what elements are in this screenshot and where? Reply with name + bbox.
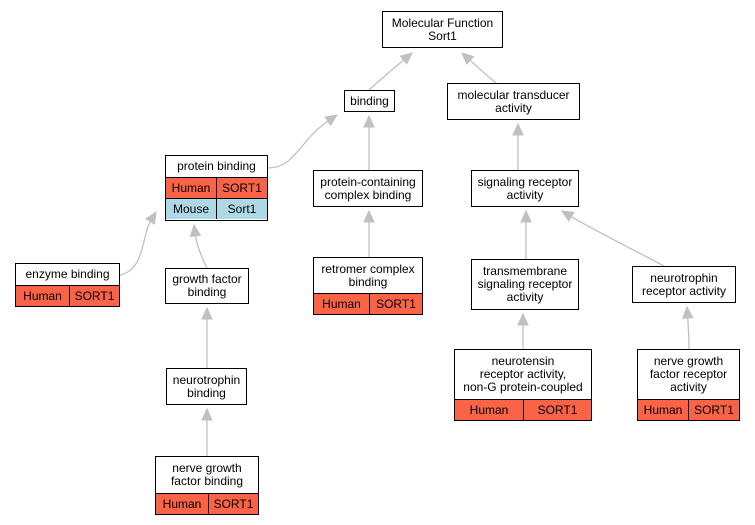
gene-cell: SORT1 <box>688 400 739 420</box>
node-growth-factor-binding[interactable]: growth factor binding <box>165 268 249 304</box>
species-cell: Human <box>171 181 211 195</box>
node-label: neurotrophin binding <box>172 372 241 400</box>
arrowhead-ngf_binding-to-neurotrophin_binding <box>201 407 213 421</box>
node-transmembrane-signaling-receptor-activity[interactable]: transmembrane signaling receptor activit… <box>471 259 579 310</box>
node-label: nerve growth factor receptor activity <box>649 354 728 394</box>
species-cell: Mouse <box>172 202 210 216</box>
arrowhead-binding-to-root <box>399 52 413 65</box>
node-label: neurotensin receptor activity, non-G pro… <box>463 354 583 394</box>
edge-ngf_receptor-to-neurotrophin_receptor <box>687 317 690 350</box>
annotation-row: Human SORT1 <box>638 399 739 420</box>
arrowhead-growth_factor-to-protein_binding <box>189 223 202 238</box>
gene-cell: SORT1 <box>523 400 591 420</box>
arrowhead-signaling_receptor-to-transducer <box>512 122 524 136</box>
arrowhead-ngf_receptor-to-neurotrophin_receptor <box>682 305 694 319</box>
node-label: binding <box>350 93 389 108</box>
node-protein-binding[interactable]: protein binding Human SORT1 Mouse Sort1 <box>165 155 268 221</box>
node-nerve-growth-factor-binding[interactable]: nerve growth factor binding Human SORT1 <box>155 456 259 515</box>
annotation-row: Mouse Sort1 <box>166 198 267 219</box>
species-cell: Human <box>162 497 202 511</box>
gene-cell: Sort1 <box>216 199 267 219</box>
node-label: protein-containing complex binding <box>320 174 416 202</box>
edge-enzyme_binding-to-protein_binding <box>119 221 151 276</box>
node-binding[interactable]: binding <box>344 90 395 112</box>
annotation-row: Human SORT1 <box>455 399 591 420</box>
node-retromer-complex-binding[interactable]: retromer complex binding Human SORT1 <box>313 257 423 315</box>
node-label: growth factor binding <box>172 272 242 299</box>
node-label: signaling receptor activity <box>477 174 573 202</box>
arrowhead-neurotensin-to-transmembrane <box>517 312 529 326</box>
arrowhead-transducer-to-root <box>461 52 475 65</box>
species-cell: Human <box>23 289 62 303</box>
arrowhead-protein_binding-to-binding <box>324 114 339 127</box>
node-neurotrophin-binding[interactable]: neurotrophin binding <box>166 368 247 405</box>
node-nerve-growth-factor-receptor-activity[interactable]: nerve growth factor receptor activity Hu… <box>637 349 740 421</box>
edge-transducer-to-root <box>469 59 497 84</box>
node-molecular-transducer-activity[interactable]: molecular transducer activity <box>447 83 580 120</box>
node-label: enzyme binding <box>25 267 110 281</box>
node-molecular-function-sort1[interactable]: Molecular Function Sort1 <box>382 11 503 48</box>
edge-binding-to-root <box>368 59 404 91</box>
gene-cell: SORT1 <box>69 286 119 306</box>
node-label: retromer complex binding <box>321 261 415 289</box>
species-cell: Human <box>643 403 683 417</box>
node-label: transmembrane signaling receptor activit… <box>477 264 573 304</box>
annotation-row: Human SORT1 <box>156 493 258 514</box>
species-cell: Human <box>322 297 361 311</box>
arrowhead-transmembrane-to-signaling_receptor <box>520 209 532 223</box>
arrowhead-neurotrophin_binding-to-growth_factor <box>201 306 213 320</box>
arrowhead-neurotrophin_receptor-to-signaling_receptor <box>560 210 575 222</box>
node-label: nerve growth factor binding <box>170 461 244 488</box>
edge-neurotrophin_receptor-to-signaling_receptor <box>571 216 665 267</box>
species-cell: Human <box>469 403 509 417</box>
node-label: Molecular Function Sort1 <box>391 15 494 43</box>
node-label: neurotrophin receptor activity <box>641 270 727 298</box>
arrowhead-retromer-to-protein_complex <box>363 209 375 223</box>
edge-growth_factor-to-protein_binding <box>194 235 208 269</box>
gene-cell: SORT1 <box>369 294 422 314</box>
arrowhead-protein_complex-to-binding <box>363 114 375 128</box>
annotation-row: Human SORT1 <box>16 285 119 306</box>
annotation-row: Human SORT1 <box>314 293 422 314</box>
gene-cell: SORT1 <box>208 494 258 514</box>
annotation-row: Human SORT1 <box>166 177 267 198</box>
node-label: protein binding <box>177 159 256 173</box>
node-neurotrophin-receptor-activity[interactable]: neurotrophin receptor activity <box>632 266 736 303</box>
arrowhead-enzyme_binding-to-protein_binding <box>145 210 157 225</box>
edge-protein_binding-to-binding <box>267 120 329 169</box>
gene-cell: SORT1 <box>216 178 267 198</box>
node-protein-containing-complex-binding[interactable]: protein-containing complex binding <box>313 170 423 207</box>
node-enzyme-binding[interactable]: enzyme binding Human SORT1 <box>15 263 120 307</box>
node-neurotensin-receptor-activity[interactable]: neurotensin receptor activity, non-G pro… <box>454 349 592 421</box>
node-signaling-receptor-activity[interactable]: signaling receptor activity <box>471 170 579 207</box>
node-label: molecular transducer activity <box>457 87 570 115</box>
